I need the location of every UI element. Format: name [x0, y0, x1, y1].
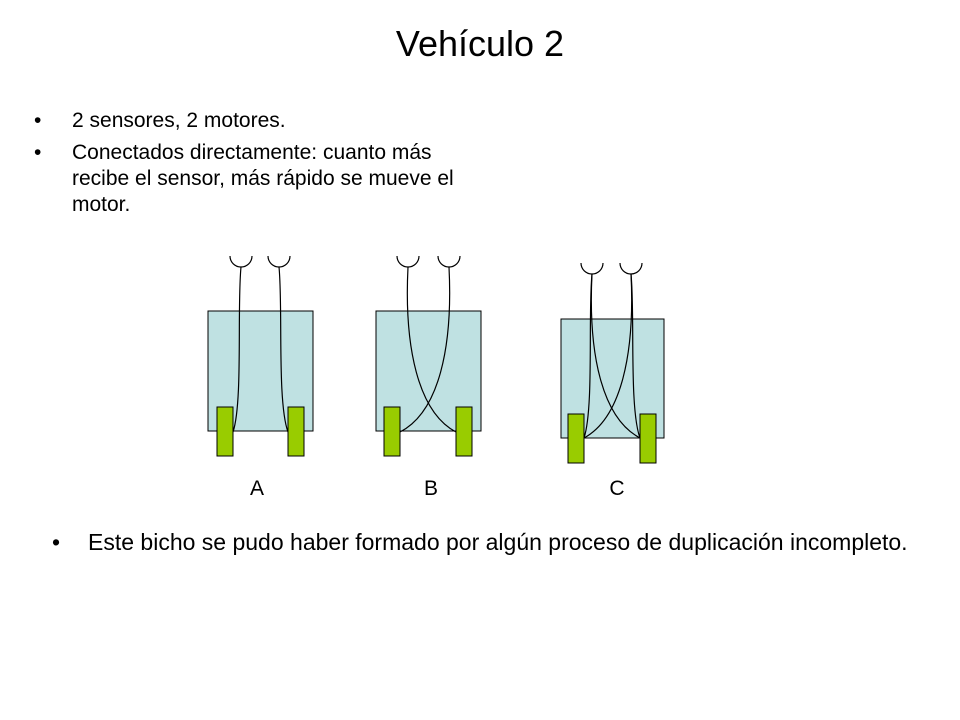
wire-left-straight-a: [232, 266, 242, 433]
sensor-right-c: [619, 262, 643, 275]
wheel-left-b: [383, 406, 401, 457]
sensor-left-c: [580, 262, 604, 275]
wire-right-crossed-c: [583, 273, 633, 439]
bullet-sensors-motors: 2 sensores, 2 motores.: [34, 108, 494, 134]
sensor-right-b: [437, 255, 461, 268]
vehicle-label-c: C: [609, 477, 625, 500]
wire-left-crossed-c: [590, 273, 641, 439]
bottom-bullet-list: Este bicho se pudo haber formado por alg…: [52, 526, 932, 558]
vehicle-label-a: A: [249, 477, 264, 500]
wire-right-crossed-b: [399, 266, 451, 433]
wheel-right-c: [639, 413, 657, 464]
top-bullet-list: 2 sensores, 2 motores. Conectados direct…: [34, 108, 494, 224]
wheel-right-b: [455, 406, 473, 457]
wire-left-crossed-b: [406, 266, 457, 433]
wheel-right-a: [287, 406, 305, 457]
wire-right-straight-a: [278, 266, 289, 433]
wheel-left-a: [216, 406, 234, 457]
bullet-direct-connection: Conectados directamente: cuanto más reci…: [34, 140, 494, 218]
bullet-duplication: Este bicho se pudo haber formado por alg…: [52, 526, 932, 558]
wheel-left-c: [567, 413, 585, 464]
sensor-right-a: [267, 255, 291, 268]
sensor-left-a: [229, 255, 253, 268]
sensor-left-b: [396, 255, 420, 268]
vehicle-label-b: B: [423, 477, 438, 500]
slide-title: Vehículo 2: [395, 23, 565, 64]
